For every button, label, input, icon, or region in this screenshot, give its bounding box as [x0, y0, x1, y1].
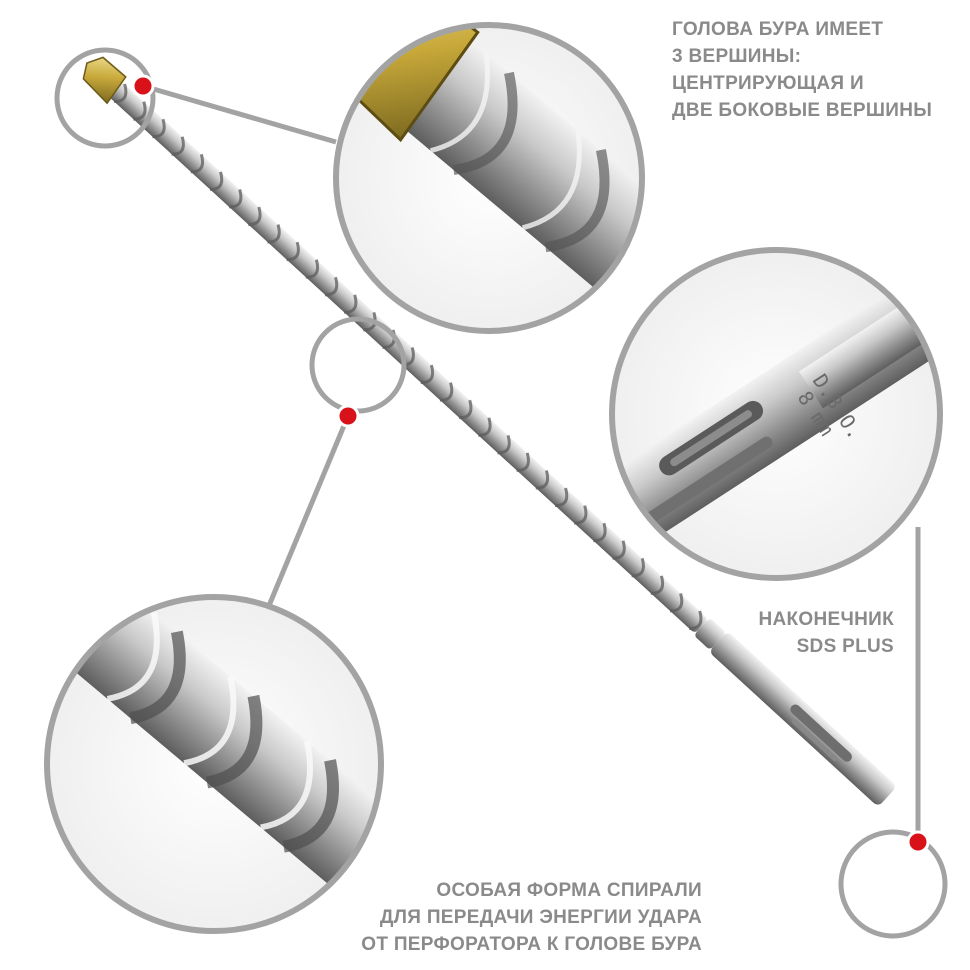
carbide-tip	[82, 56, 127, 105]
flute-groove	[478, 417, 492, 437]
flute-groove	[516, 452, 530, 472]
drill-bit-flutes	[114, 83, 703, 630]
caption-shank-line: SDS PLUS	[796, 636, 894, 657]
caption-shank-line: НАКОНЕЧНИК	[758, 609, 894, 630]
flute-groove	[420, 364, 435, 385]
flute-groove	[554, 487, 569, 507]
flute-groove	[574, 505, 588, 525]
caption-head-line: ДВЕ БОКОВЫЕ ВЕРШИНЫ	[672, 100, 933, 121]
ring-spiral-small	[309, 316, 407, 414]
flute-groove	[344, 294, 358, 314]
caption-shank: НАКОНЕЧНИК SDS PLUS	[758, 606, 894, 660]
drill-bit-body	[107, 80, 707, 632]
caption-spiral-line: ДЛЯ ПЕРЕДАЧИ ЭНЕРГИИ УДАРА	[379, 907, 702, 928]
zoom-circle-shank: D.B.O. 8 mm	[609, 247, 943, 581]
caption-spiral-line: ОСОБАЯ ФОРМА СПИРАЛИ	[436, 880, 702, 901]
drill-bit-collar	[695, 619, 725, 649]
flute-groove	[612, 540, 626, 560]
flute-groove	[439, 382, 454, 402]
caption-head-line: ЦЕНТРИРУЮЩАЯ И	[672, 73, 864, 94]
shank-groove-lower	[791, 719, 838, 762]
ring-shank-small	[838, 829, 948, 939]
caption-spiral: ОСОБАЯ ФОРМА СПИРАЛИ ДЛЯ ПЕРЕДАЧИ ЭНЕРГИ…	[361, 877, 702, 958]
callout-dots	[131, 74, 930, 854]
drill-bit	[82, 56, 895, 805]
callout-dot-head	[131, 74, 155, 98]
flute-groove	[229, 189, 243, 209]
flute-groove	[631, 557, 645, 578]
flute-groove	[286, 241, 300, 262]
connector-lines	[142, 83, 921, 842]
caption-head-line: ГОЛОВА БУРА ИМЕЕТ	[672, 19, 884, 40]
flute-groove	[190, 153, 205, 174]
flute-groove	[248, 206, 262, 226]
shank-groove	[790, 704, 852, 762]
callout-dot-spiral	[336, 404, 360, 428]
flute-groove	[324, 276, 339, 297]
flute-groove	[267, 224, 281, 244]
flute-groove	[363, 311, 377, 332]
flute-groove	[689, 610, 703, 630]
caption-head-line: 3 ВЕРШИНЫ:	[672, 46, 802, 67]
callout-dot-shank	[906, 830, 930, 854]
zoom-circle-head	[333, 22, 645, 334]
flute-groove	[171, 136, 185, 156]
flute-groove	[497, 434, 511, 455]
flute-groove	[133, 101, 147, 121]
flute-groove	[305, 259, 320, 279]
flute-groove	[459, 399, 473, 420]
zoom-circle-spiral	[44, 594, 384, 934]
flute-groove	[650, 575, 665, 595]
flute-groove	[152, 118, 166, 139]
flute-groove	[114, 83, 128, 103]
flute-groove	[669, 593, 684, 613]
caption-spiral-line: ОТ ПЕРФОРАТОРА К ГОЛОВЕ БУРА	[361, 934, 702, 955]
connector-spiral	[265, 415, 351, 609]
ring-head-small	[54, 47, 156, 149]
flute-groove	[535, 470, 550, 490]
connector-head	[142, 83, 337, 145]
flute-groove	[209, 171, 224, 191]
caption-head: ГОЛОВА БУРА ИМЕЕТ 3 ВЕРШИНЫ: ЦЕНТРИРУЮЩА…	[672, 16, 932, 124]
flute-groove	[593, 522, 607, 543]
